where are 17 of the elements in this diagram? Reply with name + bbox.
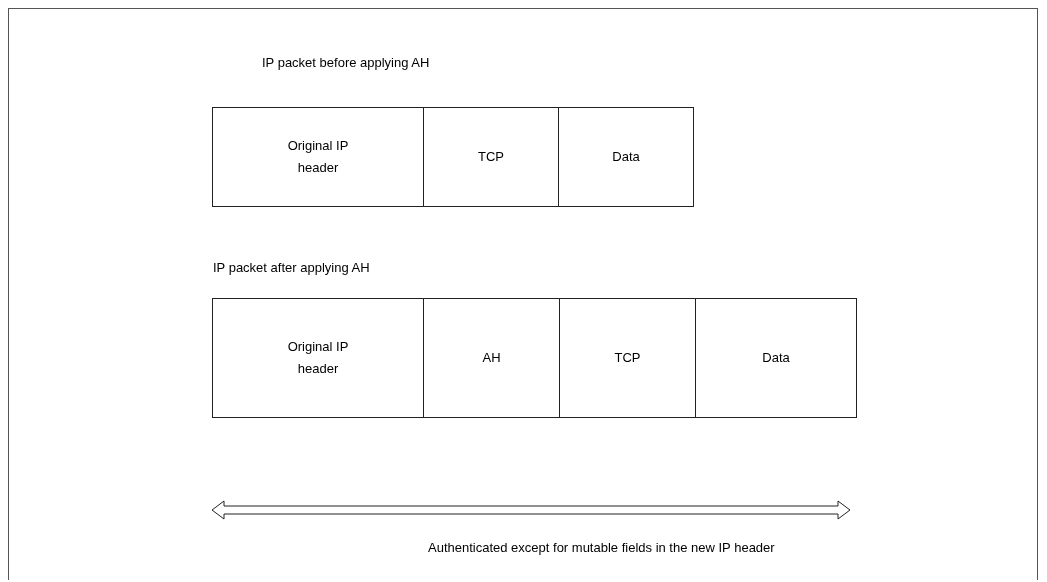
packet-field: [423, 298, 560, 418]
field-label: Original IP header: [286, 338, 350, 378]
field-label: AH: [481, 349, 502, 367]
field-label: Data: [611, 148, 641, 166]
field-label: TCP: [477, 148, 505, 166]
span-caption: Authenticated except for mutable fields in the new IP header: [428, 540, 775, 555]
field-label: TCP: [613, 349, 642, 367]
packet-heading: IP packet before applying AH: [262, 55, 430, 70]
packet-field: [558, 107, 694, 207]
packet-field: [212, 107, 424, 207]
packet-field: [423, 107, 559, 207]
packet-field: [695, 298, 857, 418]
field-label: Original IP header: [286, 137, 350, 177]
packet-heading: IP packet after applying AH: [213, 260, 370, 275]
packet-field: [212, 298, 424, 418]
packet-field: [559, 298, 696, 418]
field-label: Data: [761, 349, 791, 367]
